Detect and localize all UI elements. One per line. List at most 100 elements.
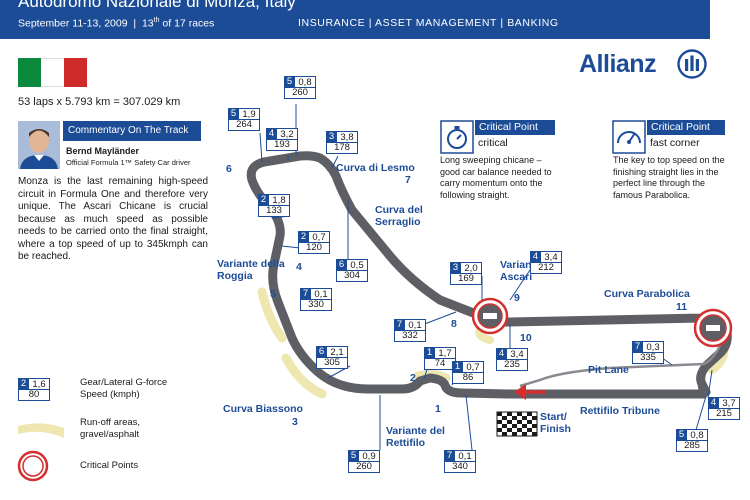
gear-box: 2 1,8 133 [258, 194, 290, 217]
corner-label-parabolica: Curva Parabolica [604, 288, 690, 300]
g-force-value: 0,7 [463, 361, 484, 373]
runoff-swatch-icon [18, 423, 64, 438]
critical-point-heading: Critical Point [647, 120, 725, 135]
speed-value: 285 [676, 441, 708, 452]
turn-number-8: 8 [451, 318, 457, 330]
corner-label-rettifilo: Variante del Rettifilo [386, 425, 445, 449]
corner-number-5: 5 [270, 288, 276, 300]
speed-value: 86 [452, 373, 484, 384]
corner-label-serraglio: Curva del Serraglio [375, 204, 423, 228]
g-force-value: 0,1 [311, 288, 332, 300]
corner-number-1: 1 [435, 403, 441, 415]
g-force-value: 3,8 [337, 131, 358, 143]
g-force-value: 3,4 [507, 348, 528, 360]
g-force-value: 0,8 [295, 76, 316, 88]
gear-box: 3 3,8 178 [326, 131, 358, 154]
gear-box: 5 0,8 285 [676, 429, 708, 452]
g-force-value: 0,1 [455, 450, 476, 462]
legend-runoff-label-2: gravel/asphalt [80, 429, 140, 440]
rettifilo-tribune-label: Rettifilo Tribune [580, 405, 660, 417]
speed-value: 260 [348, 462, 380, 473]
chequered-flag-icon [496, 411, 538, 437]
g-force-value: 1,6 [29, 378, 50, 390]
commentary-heading: Commentary On The Track [63, 121, 201, 141]
gear-box: 1 0,7 86 [452, 361, 484, 384]
runoff-biassono [281, 353, 327, 399]
gear-box: 4 3,4 235 [496, 348, 528, 371]
race-number-suffix: th [153, 17, 160, 24]
gear-value: 7 [444, 450, 455, 462]
gear-value: 6 [316, 346, 327, 358]
g-force-value: 1,9 [239, 108, 260, 120]
corner-number-3: 3 [292, 416, 298, 428]
gear-value: 3 [450, 262, 461, 274]
gear-value: 4 [708, 397, 719, 409]
turn-number-2: 2 [410, 372, 416, 384]
start-finish-label: Start/ Finish [540, 411, 571, 435]
commentator-role: Official Formula 1™ Safety Car driver [66, 158, 191, 167]
turn-number-6: 6 [226, 163, 232, 175]
g-force-value: 1,8 [269, 194, 290, 206]
speed-value: 340 [444, 462, 476, 473]
speedometer-icon [612, 120, 646, 154]
gear-value: 2 [18, 378, 29, 390]
gear-value: 4 [266, 128, 277, 140]
logo-wordmark: Allianz [579, 50, 657, 78]
speed-value: 80 [18, 390, 50, 401]
gear-box: 6 2,1 305 [316, 346, 348, 369]
commentary-text: Monza is the last remaining high-speed c… [18, 176, 208, 262]
gear-value: 5 [228, 108, 239, 120]
g-force-value: 3,2 [277, 128, 298, 140]
flag-stripe-green [18, 58, 41, 87]
gear-box: 7 0,1 330 [300, 288, 332, 311]
turn-number-4: 4 [296, 261, 302, 273]
gear-box: 6 0,5 304 [336, 259, 368, 282]
gear-box: 4 3,4 212 [530, 251, 562, 274]
critical-point-heading: Critical Point [475, 120, 555, 135]
gear-box: 5 0,9 260 [348, 450, 380, 473]
gear-value: 5 [348, 450, 359, 462]
race-of: of 17 races [162, 17, 215, 30]
gear-box: 5 0,8 260 [284, 76, 316, 99]
gear-box: 5 1,9 264 [228, 108, 260, 131]
race-date-line: September 11-13, 2009 | 13th of 17 races [18, 17, 215, 30]
race-number: 13 [141, 17, 154, 30]
gear-value: 1 [424, 347, 435, 359]
legend-speed-label: Speed (kmph) [80, 389, 140, 400]
g-force-value: 0,5 [347, 259, 368, 271]
driver-photo [18, 121, 60, 169]
speed-value: 264 [228, 120, 260, 131]
gear-value: 4 [530, 251, 541, 263]
gear-value: 2 [298, 231, 309, 243]
allianz-eagle-logo-icon [677, 49, 707, 79]
gear-box: 3 2,0 169 [450, 262, 482, 285]
gear-value: 7 [300, 288, 311, 300]
header-band: Autodromo Nazionale di Monza, Italy Sept… [0, 0, 710, 39]
gear-box: 7 0,1 332 [394, 319, 426, 342]
gear-value: 3 [326, 131, 337, 143]
legend-critical-label: Critical Points [80, 460, 139, 471]
speed-value: 215 [708, 409, 740, 420]
gear-box: 7 0,3 335 [632, 341, 664, 364]
g-force-value: 1,7 [435, 347, 456, 359]
g-force-value: 3,4 [541, 251, 562, 263]
gear-value: 2 [258, 194, 269, 206]
speed-value: 169 [450, 274, 482, 285]
speed-value: 133 [258, 206, 290, 217]
corner-label-biassono: Curva Biassono [223, 403, 303, 415]
gear-box: 1 1,7 74 [424, 347, 456, 370]
g-force-value: 0,9 [359, 450, 380, 462]
critical-point-text: Long sweeping chicane – good car balance… [440, 155, 552, 200]
gear-box: 4 3,7 215 [708, 397, 740, 420]
speed-value: 305 [316, 358, 348, 369]
gear-box: 7 0,1 340 [444, 450, 476, 473]
flag-stripe-white [41, 58, 64, 87]
legend-runoff-label-1: Run-off areas, [80, 417, 141, 428]
g-force-value: 0,7 [309, 231, 330, 243]
legend-gear-box: 2 1,6 80 [18, 378, 50, 401]
g-force-value: 0,1 [405, 319, 426, 331]
speed-value: 260 [284, 88, 316, 99]
sponsor-tagline: INSURANCE | ASSET MANAGEMENT | BANKING [298, 17, 559, 29]
